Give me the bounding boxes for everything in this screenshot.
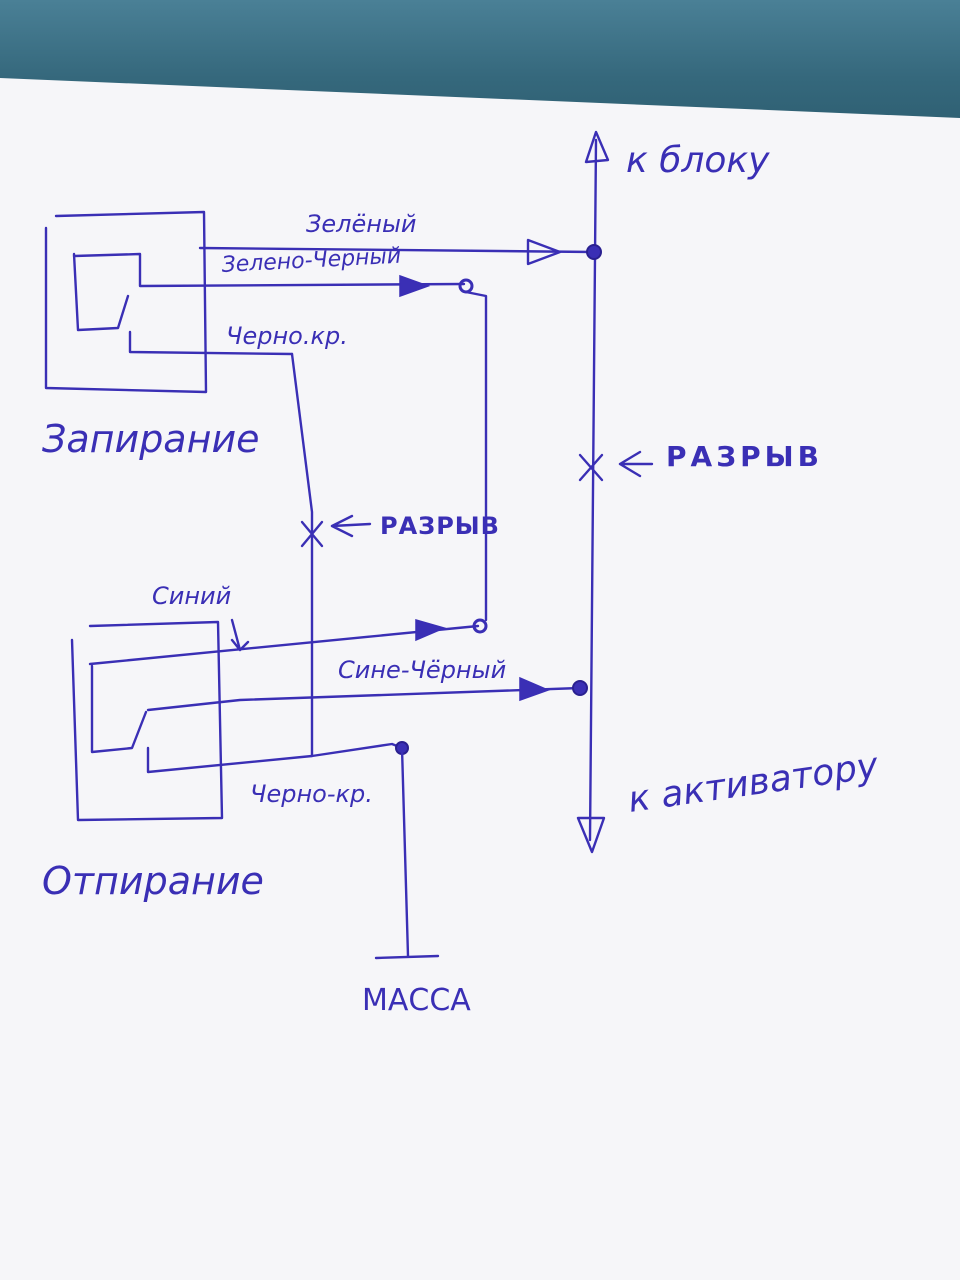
junction-blue	[472, 618, 488, 634]
junction-green	[586, 244, 602, 260]
unlock-switch-contact	[90, 664, 404, 774]
wire-green-arrow	[526, 238, 562, 266]
label-black-red-top: Черно.кр.	[226, 322, 348, 350]
label-blue-black: Сине-Чёрный	[338, 656, 506, 684]
break-arrow-right	[618, 450, 654, 478]
label-unlock-switch: Отпирание	[42, 859, 264, 903]
junction-blue-black	[572, 680, 588, 696]
unlock-switch-outline	[70, 620, 224, 822]
label-ground: МАССА	[362, 983, 471, 1018]
wire-green-black	[72, 252, 466, 288]
break-arrow-middle	[330, 514, 372, 538]
label-green: Зелёный	[306, 210, 417, 238]
label-break-middle: РАЗРЫВ	[380, 512, 500, 540]
wire-blue-black-arrow	[519, 676, 551, 702]
lock-switch-contact	[72, 252, 294, 356]
lock-switch-outline	[44, 210, 208, 394]
label-to-block: к блоку	[626, 140, 770, 181]
ground-symbol	[374, 954, 440, 960]
label-lock-switch: Запирание	[42, 417, 260, 461]
break-cross-middle	[300, 520, 324, 548]
wire-ground	[400, 746, 410, 958]
wire-green-black-arrow	[399, 274, 431, 298]
label-black-red-bottom: Черно-кр.	[250, 780, 373, 808]
arrow-down-icon	[576, 816, 606, 854]
blue-pointer-arrow	[230, 618, 250, 652]
wire-blue	[88, 624, 480, 666]
label-blue: Синий	[152, 582, 231, 610]
paper	[0, 78, 960, 1280]
wire-blue-arrow	[415, 619, 447, 642]
arrow-up-icon	[584, 130, 610, 164]
label-break-right: РАЗРЫВ	[666, 440, 823, 473]
wire-blue-black	[146, 686, 582, 712]
break-cross-right	[578, 453, 604, 482]
wire-green-black-down	[464, 290, 488, 622]
wire-black-red-vertical	[290, 352, 314, 758]
